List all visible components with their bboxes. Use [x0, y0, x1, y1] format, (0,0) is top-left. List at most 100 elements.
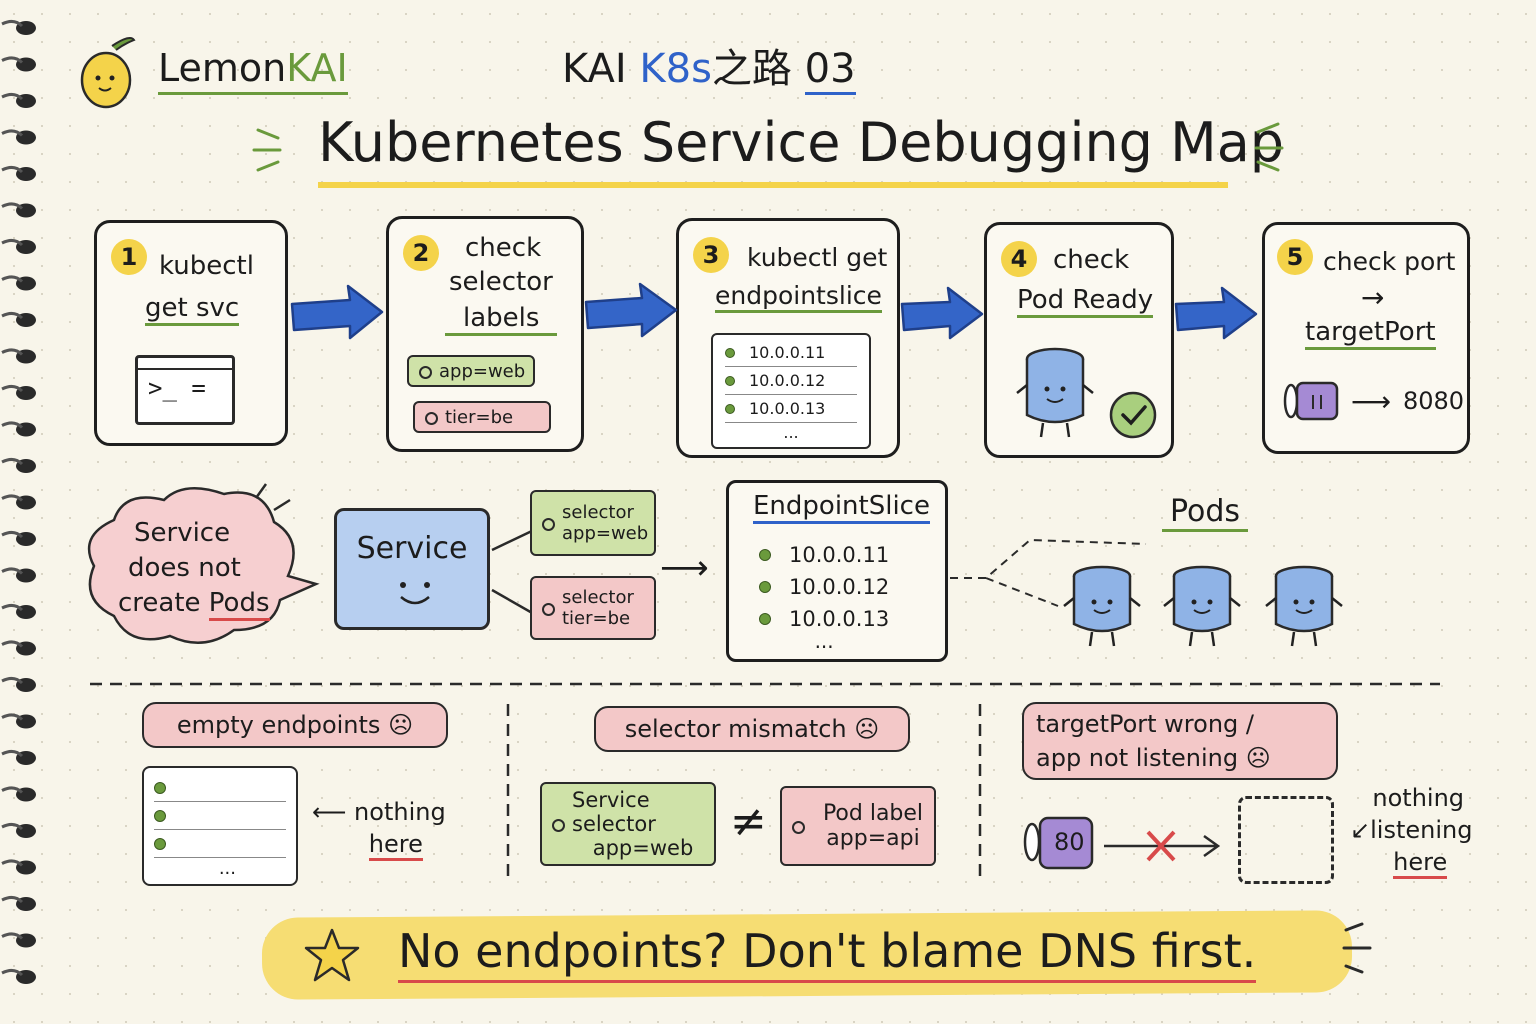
- arrow-3-4-icon: [900, 286, 984, 340]
- service-selector-links: [491, 528, 535, 616]
- title-accent-right: [1254, 122, 1284, 172]
- binding-wire: [1, 348, 24, 356]
- binding-wire: [1, 676, 24, 685]
- binding-wire: [1, 238, 24, 247]
- step-1-card: 1 kubectl get svc >_ =: [94, 220, 288, 446]
- problem-2-tag2-line2: app=api: [826, 826, 920, 851]
- brand-name-lemon: Lemon: [158, 46, 287, 90]
- step-arrows: [290, 282, 1258, 340]
- empty-list: ...: [142, 766, 298, 886]
- pods-label: Pods: [1162, 494, 1249, 532]
- endpointslice-title: EndpointSlice: [753, 491, 930, 524]
- step-5-line2: targetPort: [1305, 317, 1436, 350]
- footer-accent: [1342, 922, 1372, 974]
- tag-tier-be: tier=be: [413, 401, 551, 433]
- selector-1-line1: selector: [562, 502, 634, 523]
- step-1-line1: kubectl: [159, 251, 254, 281]
- endpoint-list: 10.0.0.11 10.0.0.12 10.0.0.13 ...: [711, 333, 871, 449]
- sad-face-icon: ☹: [1245, 744, 1271, 772]
- spiral-binding: [0, 0, 40, 1024]
- terminal-icon: >_ =: [135, 355, 235, 425]
- pod-icon: [1063, 565, 1141, 647]
- check-icon: [1109, 391, 1157, 439]
- cloud-line-2: does not: [128, 553, 241, 583]
- step-2-line2: selector: [449, 267, 553, 297]
- endpointslice-ip-3: 10.0.0.13: [789, 607, 890, 631]
- step-5-port: 8080: [1403, 387, 1465, 415]
- empty-listener-box: [1238, 796, 1334, 884]
- not-equal-sign: ≠: [730, 796, 767, 847]
- problem-empty-endpoints: empty endpoints ☹: [142, 702, 448, 748]
- problem-3-title-line2: app not listening: [1036, 744, 1239, 772]
- binding-wire: [1, 129, 24, 137]
- problem-2-tag1-line1: Service selector: [572, 788, 656, 836]
- service-box: Service: [334, 508, 490, 630]
- note-arrow-icon: ↙: [1350, 816, 1371, 844]
- selector-2-line2: tier=be: [562, 608, 631, 629]
- blocked-connection: [1104, 830, 1221, 862]
- binding-wire: [1, 56, 24, 64]
- series-number: 03: [804, 46, 856, 95]
- binding-wire: [1, 202, 24, 210]
- step-4-line1: check: [1053, 245, 1130, 275]
- step-2-line3: labels: [445, 303, 558, 336]
- binding-wire: [1, 859, 24, 867]
- binding-wire: [1, 165, 24, 174]
- speech-cloud-icon: [87, 483, 320, 644]
- binding-wire: [1, 275, 24, 283]
- brand-name-kai: KAI: [286, 46, 348, 90]
- endpointslice-ip-2: 10.0.0.12: [789, 575, 890, 599]
- endpoint-ip-3: 10.0.0.13: [749, 399, 826, 418]
- empty-list-more: ...: [218, 858, 236, 879]
- binding-wire: [1, 92, 24, 101]
- series-k8s: K8s: [639, 46, 712, 92]
- pod-ready-icon: [1016, 347, 1094, 438]
- arrow-4-5-icon: [1174, 286, 1258, 340]
- port-plug-icon: [1283, 381, 1339, 421]
- tag-app-web: app=web: [407, 355, 535, 387]
- problem-1-note-1: nothing: [354, 798, 446, 826]
- binding-wire: [1, 457, 24, 466]
- problem-3-note-3: here: [1393, 848, 1448, 879]
- problem-selector-mismatch: selector mismatch ☹: [594, 706, 910, 752]
- problem-2-title: selector mismatch: [624, 715, 847, 743]
- arrow-2-3-icon: [584, 282, 678, 338]
- pods-group: [950, 538, 1343, 647]
- section-dividers: [90, 682, 1440, 884]
- step-2-card: 2 check selector labels app=web tier=be: [386, 216, 584, 452]
- service-face-icon: [400, 582, 430, 605]
- endpointslice-more: ...: [814, 629, 834, 653]
- step-4-number: 4: [1001, 241, 1037, 277]
- lemon-icon: [80, 37, 136, 109]
- binding-wire: [1, 822, 24, 831]
- step-4-line2: Pod Ready: [1017, 285, 1154, 318]
- problem-2-tag1-line2: app=web: [592, 836, 694, 860]
- step-5-number: 5: [1277, 239, 1313, 275]
- binding-wire: [1, 494, 24, 502]
- cloud-line-3a: create: [118, 588, 209, 618]
- binding-wire: [1, 968, 24, 977]
- binding-wire: [1, 603, 24, 612]
- binding-wire: [1, 421, 24, 429]
- binding-wire: [1, 786, 24, 794]
- binding-wire: [1, 713, 24, 721]
- endpointslice-ip-1: 10.0.0.11: [789, 543, 890, 567]
- pod-label-tag: Pod label app=api: [780, 786, 936, 866]
- binding-wire: [1, 567, 24, 575]
- cross-icon: [1146, 830, 1176, 862]
- pod-icon: [1163, 565, 1241, 647]
- sad-face-icon: ☹: [854, 715, 880, 743]
- cloud-line-3b: Pods: [208, 588, 270, 621]
- title-accent-left: [252, 128, 282, 172]
- service-selector-tag: Service selector app=web: [540, 782, 716, 866]
- arrow-1-2-icon: [290, 284, 384, 340]
- binding-wire: [1, 530, 24, 539]
- step-1-line2: get svc: [145, 293, 240, 326]
- binding-wire: [1, 311, 24, 320]
- selector-tier-be-tag: selector tier=be: [530, 576, 656, 640]
- step-4-card: 4 check Pod Ready: [984, 222, 1174, 458]
- step-2-line1: check: [465, 233, 542, 263]
- series-road: 之路: [711, 46, 805, 92]
- cloud-line-1: Service: [134, 518, 231, 548]
- endpoint-ip-1: 10.0.0.11: [749, 343, 826, 362]
